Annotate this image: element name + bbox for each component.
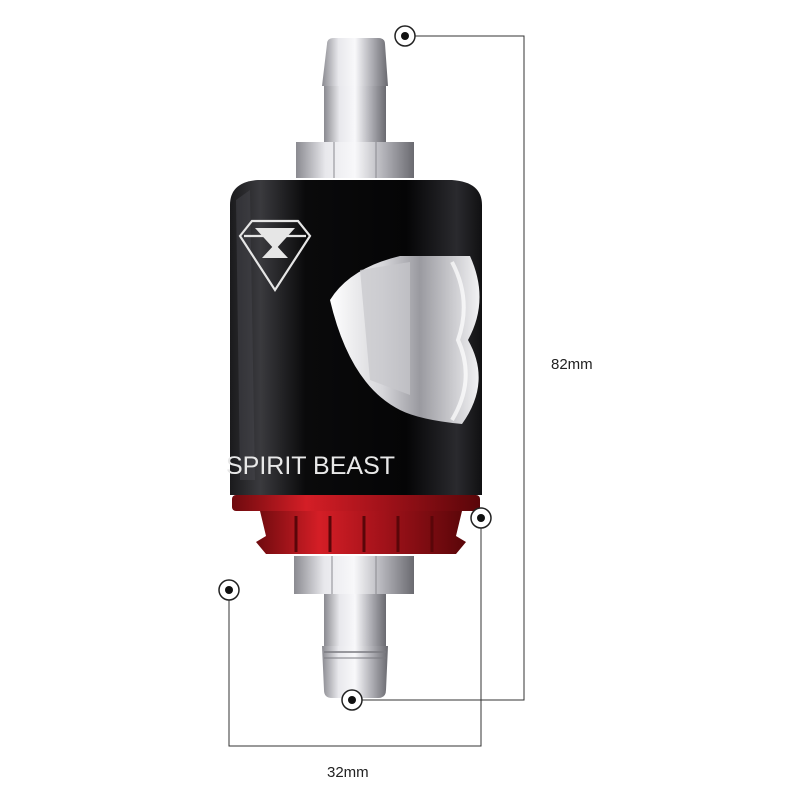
dimension-marker-right bbox=[470, 507, 492, 529]
height-dimension-label: 82mm bbox=[551, 356, 593, 373]
dimension-marker-bottom bbox=[341, 689, 363, 711]
dimension-marker-top bbox=[394, 25, 416, 47]
width-dimension-line bbox=[228, 518, 482, 747]
red-end-cap bbox=[232, 495, 480, 554]
bottom-hex-nut bbox=[294, 556, 414, 594]
brand-text: SPIRIT BEAST bbox=[226, 452, 395, 480]
top-hex-nut bbox=[296, 142, 414, 178]
bottom-barb-fitting bbox=[322, 594, 388, 698]
height-dimension-line bbox=[352, 35, 525, 701]
dimension-marker-left bbox=[218, 579, 240, 601]
sight-window bbox=[330, 256, 480, 424]
top-barb-fitting bbox=[322, 38, 388, 146]
diamond-hourglass-logo-icon bbox=[238, 219, 312, 293]
width-dimension-label: 32mm bbox=[327, 764, 369, 781]
